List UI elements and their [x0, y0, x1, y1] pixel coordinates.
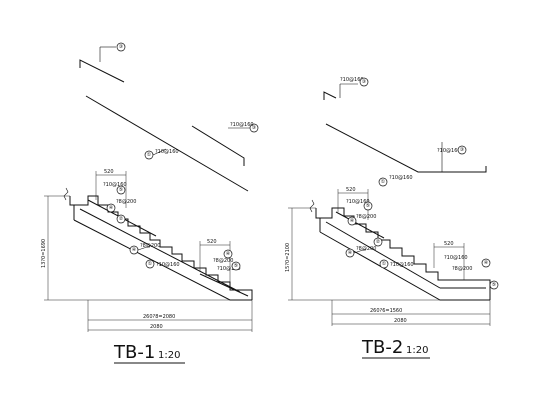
tb2-label-main: ?10@160 — [389, 175, 413, 181]
tb1-callout-5-upper — [116, 185, 126, 195]
tb1-dim-total: 2080 — [150, 324, 163, 330]
tb1-callout-2-upper-num: ② — [119, 216, 124, 222]
tb2-callout-3-dist — [457, 145, 467, 155]
tb2-label-dist: ?10@160 — [437, 148, 461, 154]
tb2-callout-4-right-num: ④ — [484, 260, 489, 266]
tb2-bar-top-hook — [323, 91, 337, 100]
tb1-label-right-a: ?8@200 — [213, 258, 233, 264]
tb2-dim-vertical: 15?0=2100 — [285, 243, 291, 272]
tb2-callout-4-upper — [347, 216, 357, 226]
tb2-label-upper-b: ?8@200 — [356, 214, 376, 220]
tb2-callout-2-upper — [373, 237, 383, 247]
tb1-rebar-inclined — [79, 208, 241, 293]
tb1-dim-top-520: 520 — [104, 169, 114, 175]
tb2-break-mark — [309, 199, 315, 213]
tb2-stair-steps — [315, 207, 491, 300]
tb2-callout-1-main — [378, 177, 388, 187]
tb2-callout-4-mid-leader — [353, 248, 367, 254]
tb1-bar-dist-hook — [191, 125, 245, 166]
tb2-dim-span: 260?6=1560 — [370, 308, 402, 314]
tb2-callout-5-upper — [363, 201, 373, 211]
tb1-break-mark — [63, 187, 69, 201]
tb2-label-right-a: ?10@160 — [444, 255, 468, 261]
tb1-scale: 1:20 — [158, 350, 180, 361]
tb1-dim-vertical: 13?0=1690 — [41, 239, 47, 268]
tb1-callout-3-top-num: ③ — [119, 44, 123, 50]
tb1-dim-span: 260?8=2080 — [143, 314, 175, 320]
tb1-callout-1-lower — [145, 259, 155, 269]
tb2-callout-1-lower — [379, 259, 389, 269]
tb2-dim-total: 2080 — [394, 318, 407, 324]
tb1-callout-5-upper-num: ⑤ — [119, 187, 123, 193]
tb2-callout-5-upper-num: ⑤ — [366, 203, 370, 209]
tb1-callout-4-right — [223, 249, 233, 259]
tb1-stair-steps — [69, 195, 253, 300]
tb2-rebar-inclined — [325, 221, 441, 289]
tb2-scale: 1:20 — [406, 345, 428, 356]
tb1-callout-4-upper — [106, 203, 116, 213]
tb2-callout-4-mid-num: ④ — [348, 250, 353, 256]
tb1-callout-3-dist — [249, 123, 259, 133]
tb2-dim-right-520: 520 — [444, 241, 454, 247]
tb2-label-upper-a: ?10@160 — [346, 199, 370, 205]
tb1-label-main: ?10@160 — [155, 149, 179, 155]
tb1-label-mid: ?8@200 — [140, 243, 160, 249]
tb1-label-upper-b: ?8@200 — [116, 199, 136, 205]
tb2-title: TB-2 — [361, 337, 403, 358]
tb1-callout-4-right-num: ④ — [226, 251, 231, 257]
tb1-label-dist: ?10@160 — [230, 122, 254, 128]
tb2-callout-3-top — [359, 77, 369, 87]
tb1-bar-top-hook — [79, 59, 125, 83]
tb2-label-right-b: ?8@200 — [452, 266, 472, 272]
tb2-detail: ?10@160 ③ ?10@160 ③ ① ?10@160 520 ?10@16… — [285, 77, 499, 359]
tb1-dim-right-520: 520 — [207, 239, 217, 245]
tb1-callout-4-mid-leader — [137, 245, 151, 251]
tb1-callout-1-main-leader — [152, 148, 167, 156]
tb2-label-top: ?10@160 — [340, 77, 364, 83]
tb2-bar-main-long — [325, 123, 487, 173]
tb2-callout-4-right — [481, 258, 491, 268]
tb1-callout-3-top — [116, 42, 126, 52]
tb2-callout-1-main-num: ① — [381, 179, 386, 185]
tb2-callout-1-lower-num: ① — [382, 261, 387, 267]
tb1-callout-5-right — [231, 261, 241, 271]
tb2-callout-3-top-num: ③ — [362, 79, 366, 85]
tb1-label-lower: ?10@160 — [156, 262, 180, 268]
tb1-detail: ③ ① ?10@160 ③ ?10@160 520 ?10@160 ⑤ ?8@2… — [41, 42, 259, 364]
tb1-callout-4-mid-num: ④ — [132, 247, 137, 253]
tb1-callout-2-upper — [116, 214, 126, 224]
tb2-label-mid: ?8@200 — [356, 246, 376, 252]
tb2-callout-5-right-num: ⑤ — [492, 282, 496, 288]
tb2-rebar-upper — [335, 211, 385, 239]
tb2-callout-2-upper-num: ② — [376, 239, 381, 245]
tb1-callout-4-upper-num: ④ — [109, 205, 114, 211]
tb2-label-lower: ?10@160 — [390, 262, 414, 268]
tb2-dim-top-520: 520 — [346, 187, 356, 193]
tb2-callout-5-right — [489, 280, 499, 290]
tb1-callout-1-lower-num: ① — [148, 261, 153, 267]
tb1-title: TB-1 — [113, 342, 155, 363]
tb1-callout-5-right-num: ⑤ — [234, 263, 238, 269]
tb1-callout-1-main-num: ① — [147, 152, 152, 158]
tb1-rebar-lower-end — [199, 273, 249, 297]
tb2-callout-4-upper-num: ④ — [350, 218, 355, 224]
tb1-bar-main-long — [85, 95, 249, 192]
tb1-callout-3-dist-num: ③ — [252, 125, 256, 131]
tb2-callout-3-dist-num: ③ — [460, 147, 464, 153]
tb1-label-upper-a: ?10@160 — [103, 182, 127, 188]
tb1-label-right-b: ?10@160 — [217, 266, 241, 272]
